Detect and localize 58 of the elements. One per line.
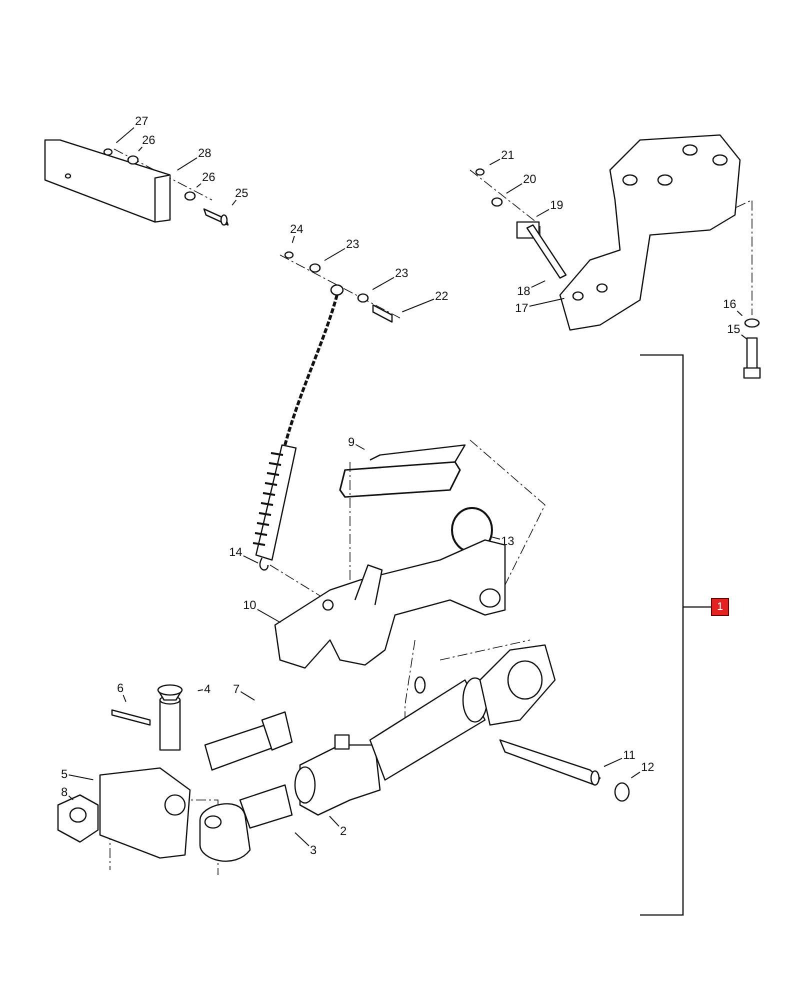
leader-line [528,298,565,307]
callout-number: 23 [345,237,360,251]
callout-number: 3 [309,843,318,857]
leader-line [489,158,500,166]
callout-number: 11 [622,748,636,762]
callout-number: 8 [60,785,69,799]
leader-line [138,146,143,152]
leader-line [176,157,198,171]
callout-number: 24 [289,222,304,236]
callout-number: 28 [197,146,212,160]
leader-line [329,816,340,827]
leader-line [292,236,295,244]
leader-line [324,248,346,261]
leader-line [240,691,256,701]
leader-line [604,758,622,767]
callout-number: 20 [522,172,538,186]
callout-number: 17 [514,301,530,315]
leader-line [355,444,365,450]
callout-number: 10 [242,598,258,612]
callout-number: 5 [60,767,69,781]
callout-number: 12 [640,760,656,774]
callout-number: 14 [228,545,244,559]
callout-number: 9 [347,435,356,449]
callout-number: 27 [134,114,150,128]
callout-number: 26 [141,133,156,147]
leader-line [736,310,743,316]
assembly-number-tag: 1 [711,598,730,616]
callout-number: 16 [722,297,738,311]
callout-number: 25 [234,186,250,200]
callout-number: 6 [116,681,125,695]
leader-line [294,832,310,846]
callout-number: 15 [726,322,742,336]
callout-number: 19 [549,198,564,212]
leader-line [256,608,281,623]
leader-line [372,276,394,290]
leader-line [68,795,74,800]
callout-number: 18 [516,284,532,298]
leader-line [116,127,134,144]
callout-number: 23 [394,266,410,280]
leader-line [68,774,94,780]
callout-number: 7 [232,682,241,696]
callout-number: 2 [339,824,348,838]
leader-line [536,208,550,217]
leader-line [530,280,546,288]
leader-line [197,689,204,692]
callout-number: 4 [203,682,212,696]
callout-number: 26 [201,170,216,184]
leader-line [242,555,259,564]
callout-number: 21 [500,148,516,162]
leader-line [506,183,522,194]
callout-number: 22 [434,289,450,303]
leader-line [402,298,434,312]
leader-line [196,183,202,188]
leader-line [740,334,748,340]
leader-line [490,536,500,540]
leader-line [630,772,640,778]
leader-line [232,200,237,206]
leader-line [122,694,126,702]
